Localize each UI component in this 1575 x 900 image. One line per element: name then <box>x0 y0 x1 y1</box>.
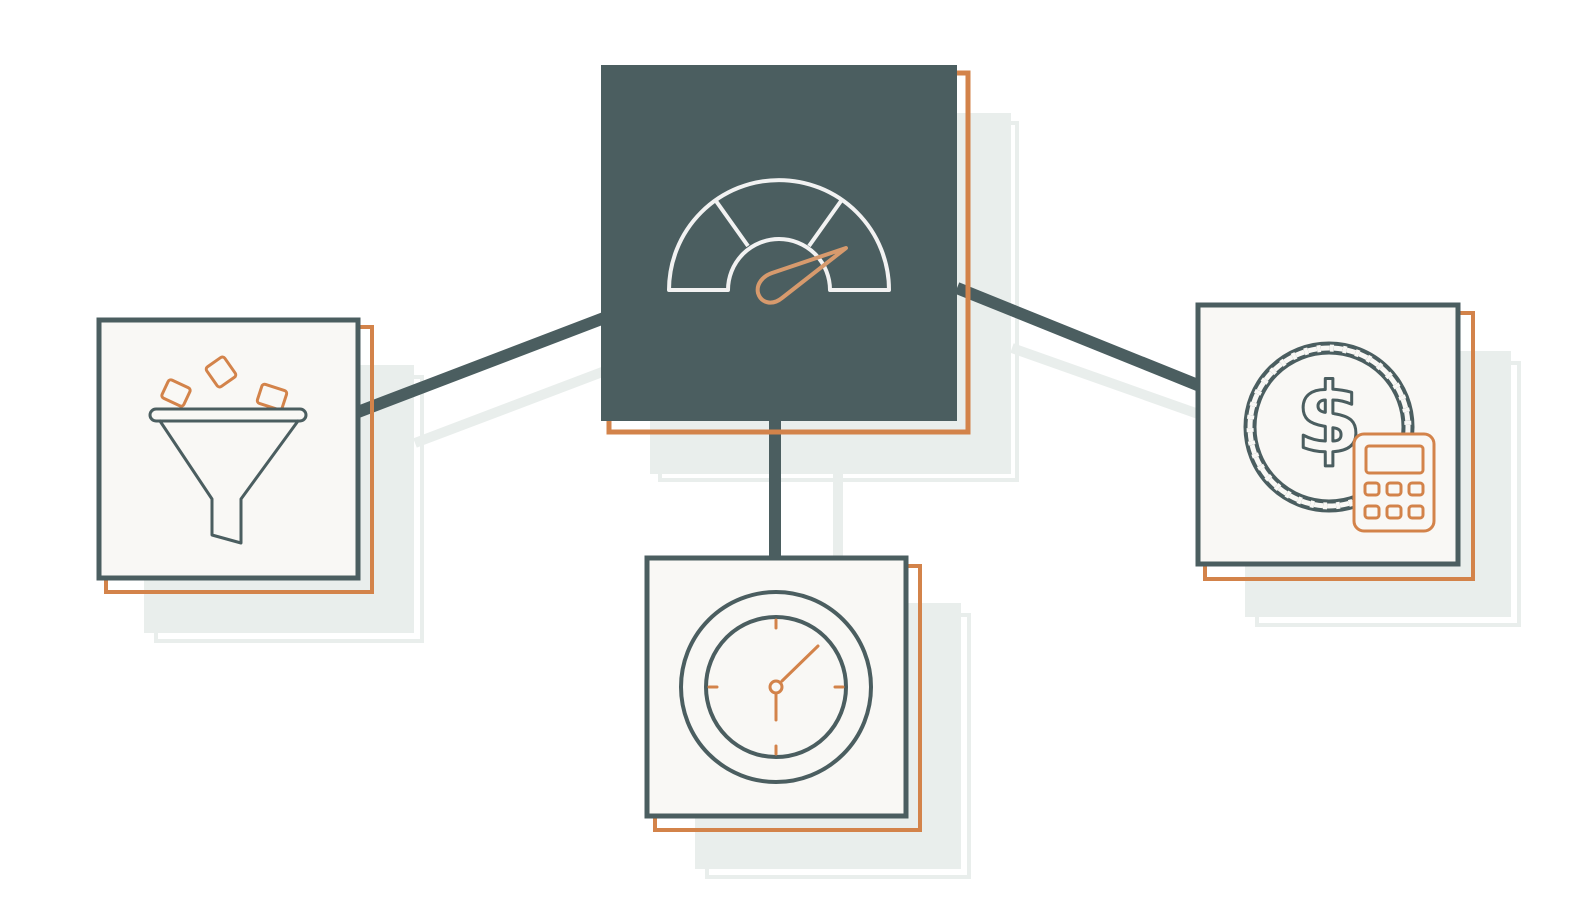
node-speedometer <box>601 65 971 435</box>
connector-right <box>954 282 1203 392</box>
dollar-coin-calculator-icon: $ <box>1243 341 1436 533</box>
connectors <box>355 282 1203 560</box>
connector-left <box>355 312 607 418</box>
funnel-icon <box>148 355 308 545</box>
clock-icon <box>679 590 873 784</box>
speedometer-icon <box>667 178 891 305</box>
node-funnel <box>96 317 374 594</box>
node-coin-calculator: $ <box>1195 302 1475 581</box>
node-clock <box>644 555 922 832</box>
dollar-sign-glyph: $ <box>1296 363 1363 475</box>
